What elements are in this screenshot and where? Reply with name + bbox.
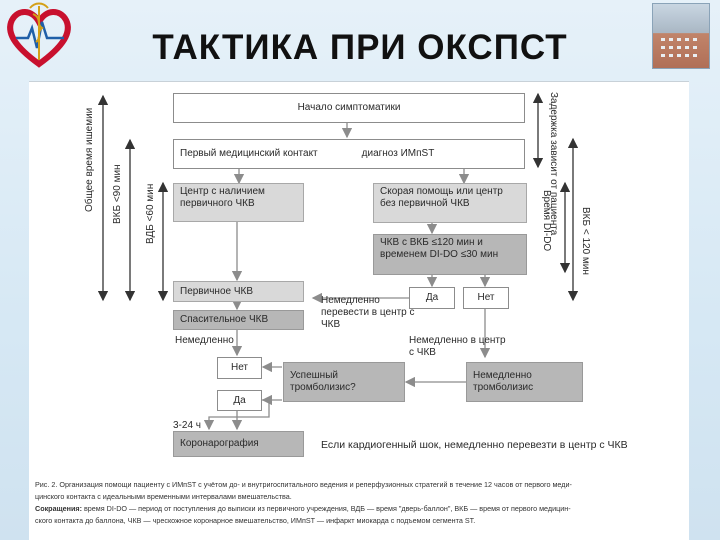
coronary-angiography-box: Коронарография — [173, 431, 304, 457]
caption-line-4: ского контакта до баллона, ЧКВ — чрескож… — [35, 516, 476, 525]
cardiogenic-shock-label: Если кардиогенный шок, немедленно переве… — [321, 439, 628, 451]
immediate-thrombolysis-box: Немедленно тромболизис — [466, 362, 583, 402]
pci-center-box: Центр с наличием первичного ЧКВ — [173, 183, 304, 222]
hours-label: 3-24 ч — [173, 420, 202, 431]
figure-caption: Рис. 2. Организация помощи пациенту с ИМ… — [35, 479, 683, 527]
flowchart-arrows — [97, 92, 579, 431]
immediately-to-center-label: Немедленно в центр с ЧКВ — [409, 335, 506, 358]
rescue-pci-box: Спасительное ЧКВ — [173, 310, 304, 330]
ambulance-box: Скорая помощь или центр без первичной ЧК… — [373, 183, 527, 223]
vkb-120-label: ВКБ < 120 мин — [580, 207, 591, 275]
flowchart-panel: Общее время ишемии ВКБ <90 мин ВДБ <60 м… — [29, 81, 689, 540]
successful-thrombolysis-box: Успешный тромболизис? — [283, 362, 405, 402]
caption-line-1: Рис. 2. Организация помощи пациенту с ИМ… — [35, 480, 572, 489]
transfer-now-label: Немедленно перевести в центр с ЧКВ — [321, 295, 415, 330]
no-top-box: Нет — [463, 287, 509, 309]
first-contact-diagnosis-label: диагноз ИМпST — [361, 148, 435, 159]
no-mid-box: Нет — [217, 357, 262, 379]
yes-top-box: Да — [409, 287, 455, 309]
caption-line-3: время DI-DO — период от поступления до в… — [83, 504, 571, 513]
immediately-label: Немедленно — [175, 335, 234, 346]
primary-pci-box: Первичное ЧКВ — [173, 281, 304, 302]
pci-condition-box: ЧКВ с ВКБ ≤120 мин и временем DI-DO ≤30 … — [373, 234, 527, 275]
caption-abbr-label: Сокращения: — [35, 504, 82, 513]
first-contact-label: Первый медицинский контакт — [180, 148, 318, 159]
medical-heart-logo-icon — [7, 2, 71, 68]
vdb-60-label: ВДБ <60 мин — [145, 183, 156, 244]
first-contact-box: Первый медицинский контакт диагноз ИМпST — [173, 139, 525, 169]
hospital-building-image — [652, 3, 710, 69]
caption-line-2: цинского контакта с идеальными временным… — [35, 492, 292, 501]
di-do-time-label: Время DI-DO — [541, 190, 552, 252]
vkb-90-label: ВКБ <90 мин — [112, 164, 123, 224]
yes-mid-box: Да — [217, 390, 262, 411]
slide-title: ТАКТИКА ПРИ ОКСПСТ — [152, 28, 568, 67]
symptom-onset-box: Начало симптоматики — [173, 93, 525, 123]
total-ischemia-time-label: Общее время ишемии — [84, 107, 95, 212]
